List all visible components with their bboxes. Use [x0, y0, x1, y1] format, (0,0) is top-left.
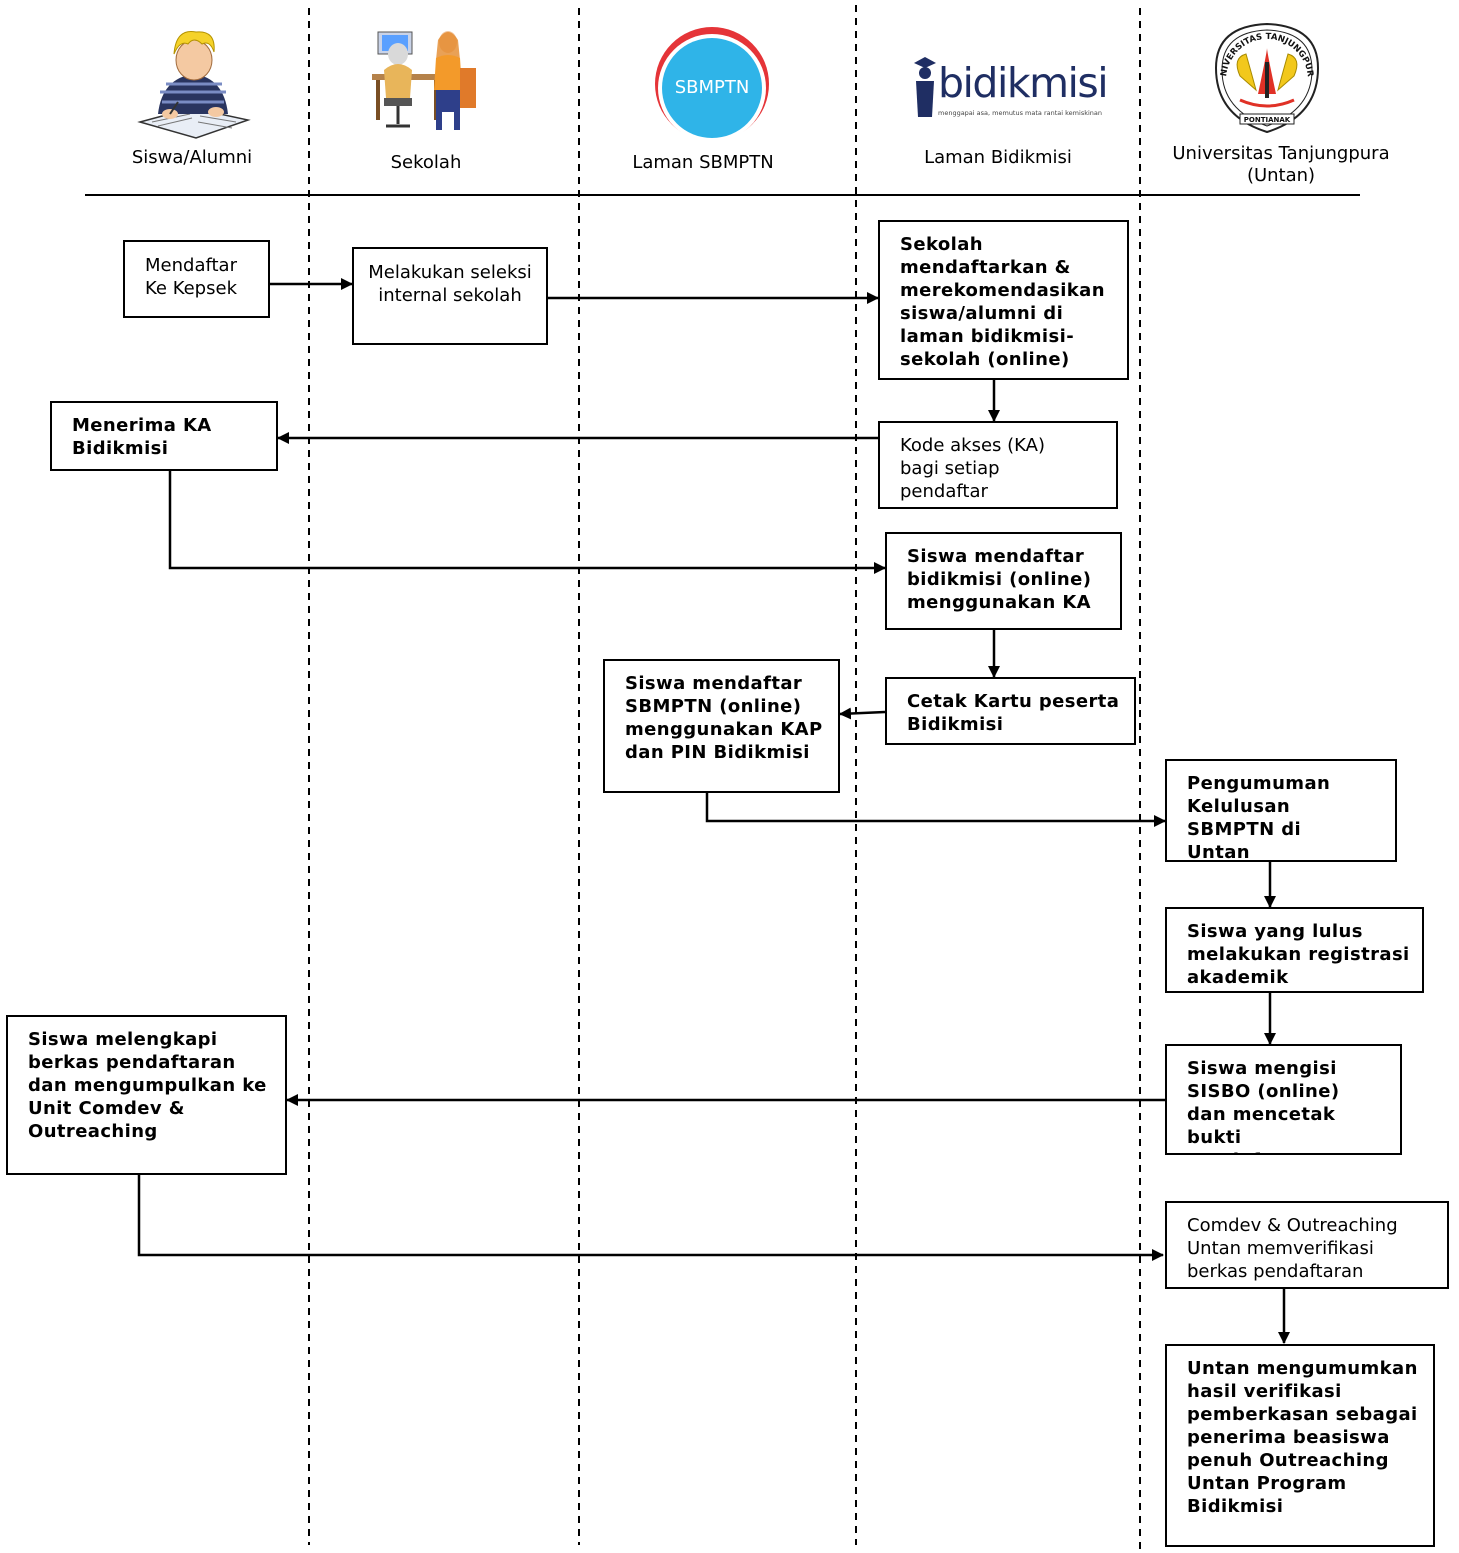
untan-emblem-bottom-text: PONTIANAK [1244, 116, 1291, 124]
box-daftar-bidikmisi: Siswa mendaftar bidikmisi (online) mengg… [885, 532, 1122, 630]
box-mendaftar-kepsek: Mendaftar Ke Kepsek [123, 240, 270, 318]
lane-label-bidikmisi: Laman Bidikmisi [924, 147, 1072, 168]
graduate-icon [914, 57, 936, 117]
box-melengkapi-berkas: Siswa melengkapi berkas pendaftaran dan … [6, 1015, 287, 1175]
arrow-cetak-sbmptn [839, 707, 886, 720]
lane-label-sbmptn: Laman SBMPTN [632, 152, 774, 173]
sbmptn-logo-icon: SBMPTN [655, 27, 769, 142]
box-hasil-verifikasi: Untan mengumumkan hasil verifikasi pembe… [1165, 1344, 1435, 1547]
box-kode-akses: Kode akses (KA) bagi setiap pendaftar [878, 421, 1118, 509]
lane-label-siswa: Siswa/Alumni [131, 147, 253, 168]
school-icon [372, 31, 476, 130]
untan-emblem-icon: UNIVERSITAS TANJUNGPURA PONTIANAK [1206, 18, 1320, 134]
box-menerima-ka: Menerima KA Bidikmisi [50, 401, 278, 471]
box-isi-sisbo: Siswa mengisi SISBO (online) dan menceta… [1165, 1044, 1402, 1155]
box-cetak-kartu: Cetak Kartu peserta Bidikmisi [885, 677, 1136, 745]
sbmptn-logo-text: SBMPTN [675, 77, 750, 98]
box-verifikasi-berkas: Comdev & Outreaching Untan memverifikasi… [1165, 1201, 1449, 1289]
box-registrasi-akademik: Siswa yang lulus melakukan registrasi ak… [1165, 907, 1424, 993]
box-daftar-sbmptn: Siswa mendaftar SBMPTN (online) mengguna… [603, 659, 840, 793]
arrow-melengkapi-verifikasi [137, 1175, 1164, 1261]
arrow-sbmptn-pengumuman [705, 793, 1166, 827]
bidikmisi-logo-tagline: menggapai asa, memutus mata rantai kemis… [938, 109, 1102, 117]
bidikmisi-logo: bidikmisi menggapai asa, memutus mata ra… [912, 55, 1109, 127]
box-seleksi-internal: Melakukan seleksi internal sekolah [352, 247, 548, 345]
lane-label-sekolah: Sekolah [390, 152, 462, 173]
box-sekolah-rekomendasi: Sekolah mendaftarkan & merekomendasikan … [878, 220, 1129, 380]
student-icon [137, 30, 251, 139]
lane-label-untan: Universitas Tanjungpura (Untan) [1172, 143, 1390, 186]
arrow-menerima-daftar [168, 471, 886, 574]
bidikmisi-logo-text: bidikmisi [938, 59, 1109, 107]
box-pengumuman-kelulusan: Pengumuman Kelulusan SBMPTN di Untan [1165, 759, 1397, 862]
